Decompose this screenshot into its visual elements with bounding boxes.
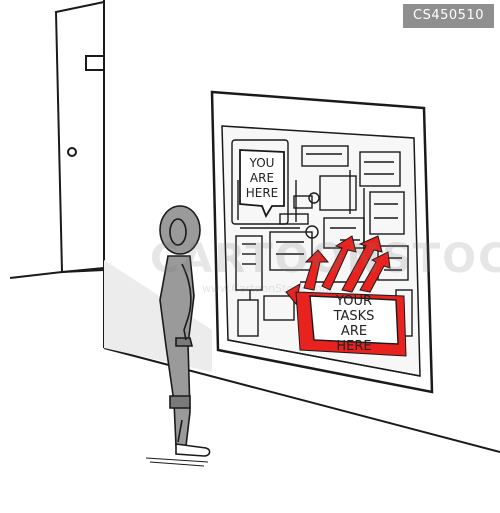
- robot-figure: [145, 205, 211, 467]
- tasks-line-1: YOUR TASKS: [333, 294, 375, 324]
- you-are-here-line-3: HERE: [245, 186, 279, 200]
- your-tasks-are-here-label: YOUR TASKS ARE HERE: [314, 294, 394, 354]
- tasks-line-2: ARE: [340, 324, 368, 339]
- door: [54, 0, 105, 274]
- cartoon-id-badge: CS450510: [403, 4, 494, 28]
- you-are-here-line-1: YOU: [249, 156, 275, 170]
- tasks-callout: [285, 235, 407, 357]
- you-are-here-line-2: ARE: [249, 171, 275, 185]
- you-are-here-label: YOU ARE HERE: [244, 156, 280, 201]
- tasks-line-3: HERE: [336, 339, 372, 354]
